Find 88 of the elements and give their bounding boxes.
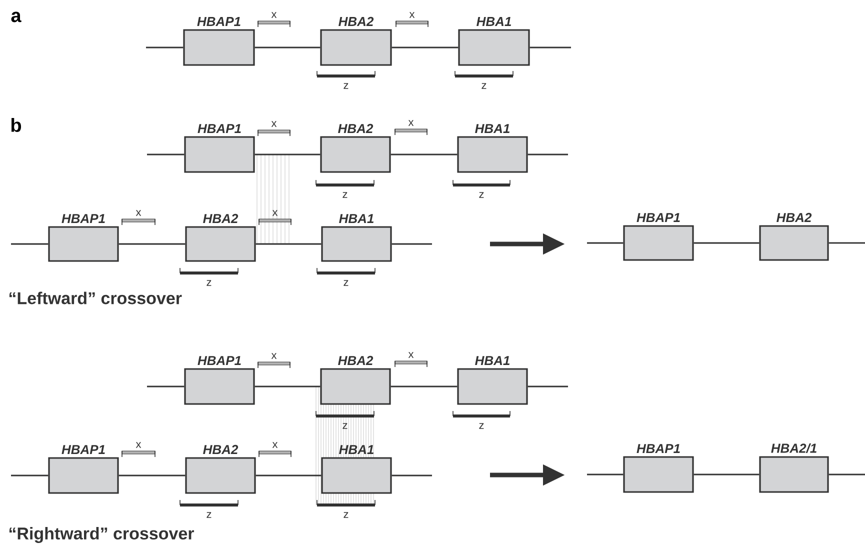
bracket-label: z (180, 268, 238, 286)
node-label: HBA1 (339, 445, 374, 454)
gene-box: HBAP1 (183, 17, 255, 66)
node-label: HBA2 (338, 16, 374, 26)
bracket-label: x (258, 12, 290, 28)
gene-box: HBA2 (320, 356, 391, 405)
node-label: HBA2 (203, 214, 238, 224)
node-label: HBA2 (203, 444, 238, 454)
gene-box: HBAP1 (48, 445, 119, 494)
bracket-label: z (180, 500, 238, 518)
caption: “Rightward” crossover (9, 527, 194, 543)
node-label: HBAP1 (198, 124, 241, 134)
chromosome-line (147, 154, 184, 156)
gene-box: HBA2 (320, 16, 392, 66)
chromosome-line (11, 474, 48, 476)
node-label: HBA1 (475, 124, 510, 134)
gene-box: HBA2 (759, 212, 829, 261)
bracket-label: z (316, 268, 376, 286)
chromosome-line (11, 243, 48, 245)
node-label: HBA1 (475, 356, 510, 366)
chromosome-line (146, 46, 184, 48)
bracket-label: z (316, 410, 374, 429)
chromosome-line (392, 474, 432, 476)
node-label: HBAP1 (62, 445, 105, 454)
node-label: HBAP1 (198, 356, 241, 366)
chromosome-line (828, 242, 865, 244)
bracket-label: x (258, 442, 292, 458)
panel-letter: b (11, 118, 22, 132)
chromosome-line (828, 474, 865, 476)
chromosome-line (254, 46, 320, 48)
gene-box: HBAP1 (48, 214, 119, 262)
chromosome-line (587, 242, 624, 244)
bracket-label: z (316, 500, 376, 518)
bracket-label: x (258, 121, 290, 136)
node-label: HBA2 (776, 212, 812, 222)
chromosome-line (254, 154, 320, 156)
bracket-label: x (394, 120, 428, 136)
node-label: HBAP1 (197, 17, 240, 26)
bracket-label: x (258, 210, 292, 226)
chromosome-line (530, 46, 571, 48)
gene-box: HBAP1 (623, 213, 694, 261)
bracket-label: z (316, 70, 376, 89)
gene-box: HBAP1 (184, 356, 255, 405)
gene-box: HBA1 (457, 356, 528, 405)
bracket-label: x (394, 352, 428, 368)
chromosome-line (254, 386, 320, 388)
bracket-label: x (122, 210, 156, 226)
gene-box: HBA2/1 (759, 443, 829, 493)
bracket-label: x (122, 442, 156, 458)
node-label: HBAP1 (62, 214, 105, 224)
bracket-label: z (452, 180, 510, 198)
chromosome-line (587, 474, 624, 476)
gene-box: HBA1 (458, 17, 530, 66)
gene-box: HBA1 (321, 445, 392, 494)
chromosome-line (392, 46, 458, 48)
node-label: HBA2 (338, 356, 374, 366)
gene-box: HBA1 (457, 124, 528, 173)
bracket-label: z (454, 70, 514, 89)
chromosome-line (118, 243, 186, 245)
node-label: HBA1 (339, 214, 374, 224)
gene-box: HBA2 (320, 124, 391, 173)
gene-box: HBAP1 (623, 444, 694, 493)
chromosome-line (392, 243, 432, 245)
chromosome-line (528, 386, 568, 388)
node-label: HBAP1 (636, 444, 680, 454)
caption: “Leftward” crossover (9, 292, 182, 304)
chromosome-line (118, 474, 186, 476)
chromosome-line (390, 386, 458, 388)
gene-box: HBA2 (185, 444, 256, 494)
chromosome-line (694, 242, 760, 244)
node-label: HBA2 (338, 124, 374, 134)
bracket-label: x (258, 353, 290, 368)
bracket-label: z (452, 410, 510, 429)
chromosome-line (528, 154, 568, 156)
node-label: HBA2/1 (771, 443, 816, 454)
gene-box: HBA2 (185, 214, 256, 262)
bracket-label: z (316, 180, 374, 198)
node-label: HBAP1 (636, 213, 680, 222)
chromosome-line (390, 154, 458, 156)
gene-box: HBAP1 (184, 124, 255, 173)
chromosome-line (147, 386, 184, 388)
panel-letter: a (11, 12, 22, 22)
chromosome-line (694, 474, 760, 476)
node-label: HBA1 (476, 17, 512, 26)
bracket-label: x (396, 12, 428, 28)
gene-box: HBA1 (321, 214, 392, 262)
chromosome-line (256, 243, 322, 245)
chromosome-line (256, 474, 322, 476)
